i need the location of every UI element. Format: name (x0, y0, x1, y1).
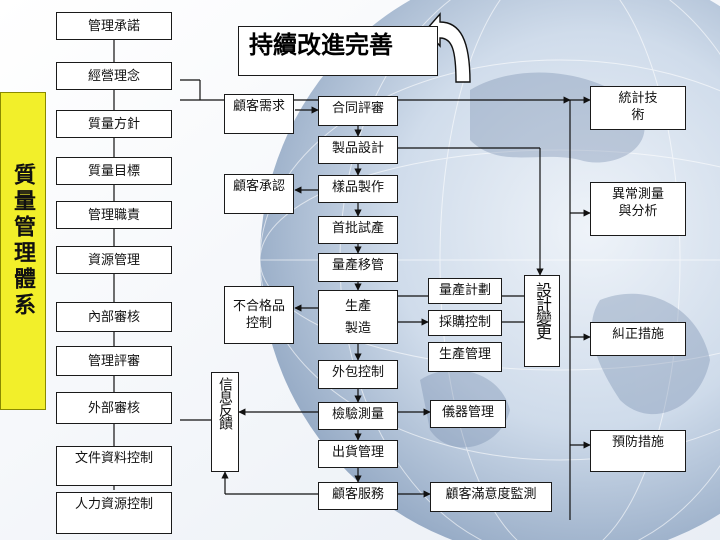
left-box-document-control: 文件資料控制 (56, 446, 172, 486)
left-box-quality-objectives: 質量目標 (56, 157, 172, 185)
process-customer-service: 顧客服務 (318, 482, 398, 510)
corrective-action-box: 糾正措施 (590, 322, 686, 356)
left-box-management-review: 管理評審 (56, 346, 172, 376)
customer-acceptance-box: 顧客承認 (224, 174, 294, 214)
process-contract-review: 合同評審 (318, 96, 398, 126)
customer-requirements-box: 顧客需求 (224, 94, 294, 134)
left-box-hr-control: 人力資源控制 (56, 492, 172, 534)
left-box-quality-policy: 質量方針 (56, 110, 172, 138)
title-text: 持續改進完善 (249, 31, 393, 59)
instrument-management-box: 儀器管理 (430, 400, 506, 428)
left-box-management-responsibility: 管理職責 (56, 201, 172, 229)
abnormal-measurement-box: 異常測量與分析 (590, 182, 686, 236)
process-production: 生產 製造 (318, 290, 398, 344)
system-label-text: 質量管理體系 (10, 163, 36, 319)
left-box-resource-management: 資源管理 (56, 246, 172, 274)
process-shipping: 出貨管理 (318, 440, 398, 468)
title-box: 持續改進完善 (238, 26, 438, 76)
process-inspection: 檢驗測量 (318, 402, 398, 430)
statistical-techniques-box: 統計技術 (590, 86, 686, 130)
design-change-box: 設計變更 (524, 275, 560, 367)
customer-satisfaction-box: 顧客滿意度監測 (430, 482, 552, 512)
left-box-business-philosophy: 經營理念 (56, 62, 172, 90)
process-mass-transfer: 量產移管 (318, 253, 398, 282)
process-sample-making: 樣品製作 (318, 175, 398, 203)
left-box-external-audit: 外部審核 (56, 392, 172, 424)
process-outsourcing-control: 外包控制 (318, 360, 398, 389)
production-management-box: 生產管理 (428, 342, 502, 372)
preventive-action-box: 預防措施 (590, 430, 686, 472)
process-first-trial: 首批試產 (318, 216, 398, 244)
feedback-box: 信息反饋 (211, 372, 239, 472)
process-product-design: 製品設計 (318, 136, 398, 164)
left-box-internal-audit: 內部審核 (56, 302, 172, 332)
nonconforming-control-box: 不合格品控制 (224, 286, 294, 344)
mass-production-plan-box: 量產計劃 (428, 278, 502, 304)
left-box-management-commitment: 管理承諾 (56, 12, 172, 40)
system-label: 質量管理體系 (0, 92, 46, 410)
purchasing-control-box: 採購控制 (428, 310, 502, 336)
